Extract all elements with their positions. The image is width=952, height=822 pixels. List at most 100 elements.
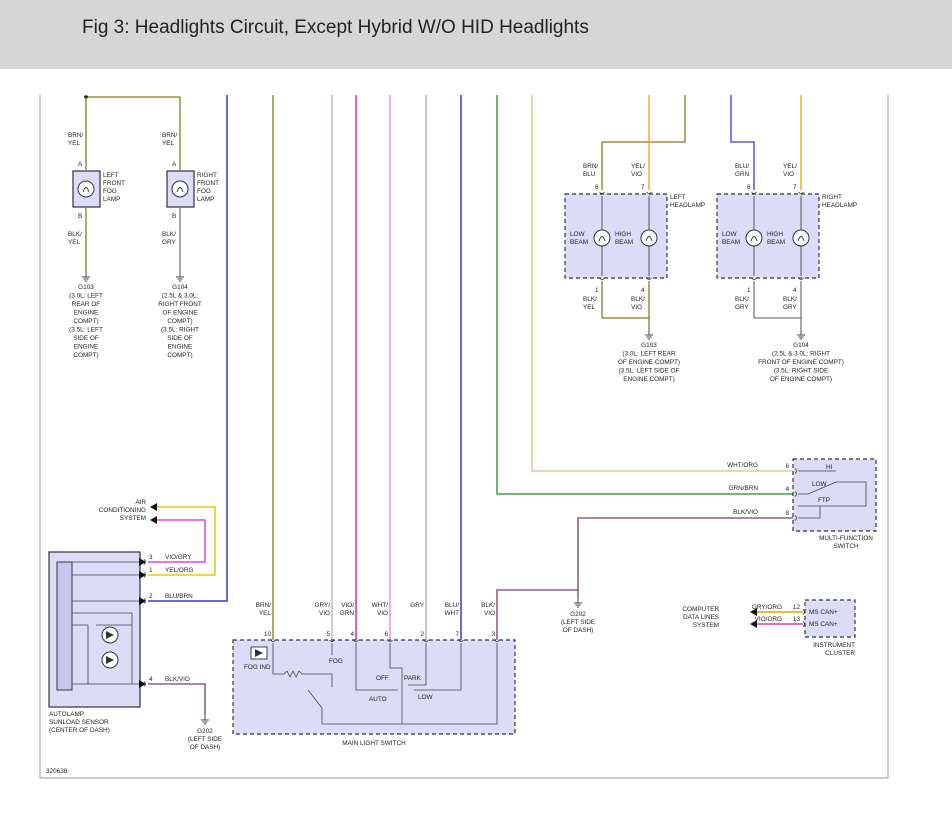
autolamp-module (56, 561, 73, 691)
main-switch-internal-ground (402, 643, 498, 725)
connector-headlamp_left-c (599, 277, 605, 280)
mfs-position-low: LOW (812, 481, 828, 488)
wire-headlamp_left-c (601, 281, 650, 330)
connector-headlamp_right-d (798, 277, 804, 280)
headlamp_left-low-bulb (593, 229, 611, 247)
connector-autolamp-2 (143, 598, 146, 604)
pin-label-cluster-1: 13 (793, 616, 801, 623)
cluster-can-1: MS CAN+ (809, 621, 838, 628)
wire-headlamp_right-c (753, 281, 802, 330)
connector-headlamp_right-c (751, 277, 757, 280)
pin-label-main-switch-6: 3 (491, 631, 495, 638)
pin-label-headlamp_left-c: 1 (595, 287, 599, 294)
pin-label-headlamp_right-a: 6 (747, 184, 751, 191)
main-light-switch-box (232, 639, 516, 735)
wire-label-headlamp_right-a: BLU/GRN (735, 163, 750, 178)
wire-label-headlamp_right-d: BLK/GRY (783, 296, 797, 311)
pin-label-autolamp-2: 2 (149, 593, 153, 600)
mfs-contact-path (798, 481, 867, 507)
autolamp-internal-bus (72, 612, 133, 684)
connector-headlamp_left-d (646, 277, 652, 280)
main-switch-fog-ind: FOG IND (244, 664, 271, 671)
wire-label-fog-left-top: BRN/YEL (68, 132, 83, 147)
multi-function-switch-box (792, 458, 877, 532)
pin-label-main-switch-3: 6 (384, 631, 388, 638)
main-switch-internal-wv (389, 643, 402, 669)
pin-label-mfs-1: 4 (785, 486, 789, 493)
header-bar: Fig 3: Headlights Circuit, Except Hybrid… (0, 0, 952, 69)
wire-label-headlamp_left-c: BLK/YEL (583, 296, 597, 311)
main-switch-internal-low (414, 643, 462, 691)
mfs-position-hi: HI (826, 464, 833, 471)
wire-headlamp_left-a (601, 95, 686, 190)
main-switch-park: PARK (404, 675, 422, 682)
wire-label-headlamp_left-b: YEL/VIO (631, 163, 645, 178)
main-switch-internal-park (408, 643, 427, 686)
pin-label-headlamp_left-b: 7 (641, 184, 645, 191)
wire-label-headlamp_left-a: BRN/BLU (583, 163, 598, 178)
autolamp-diode-1 (106, 631, 114, 639)
main-switch-internal-auto (307, 689, 402, 725)
wire-label-main-switch-1: GRY/VIO (314, 602, 330, 617)
connector-main-switch-6 (494, 639, 500, 642)
pin-label-mfs-2: 8 (785, 510, 789, 517)
fog-right-bulb (171, 180, 189, 198)
pin-label-main-switch-4: 2 (420, 631, 424, 638)
connector-mfs-2 (794, 515, 797, 521)
wire-blu-brn (148, 95, 228, 602)
connector-autolamp-3 (143, 681, 146, 687)
wire-label-main-switch-2: VIO/GRN (340, 602, 355, 617)
wire-label-headlamp_right-c: BLK/GRY (735, 296, 749, 311)
wire-label-fog-right-bottom: BLK/GRY (162, 231, 176, 246)
autolamp-arrow-1 (139, 571, 146, 579)
main-switch-auto: AUTO (369, 696, 387, 703)
wire-label-cluster-1: VIO/ORG (755, 616, 782, 623)
cluster-can-0: MS CAN+ (809, 609, 838, 616)
connector-main-switch-4 (423, 639, 429, 642)
main-switch-internal-off (355, 643, 398, 691)
wire-label-main-switch-3: WHT/VIO (372, 602, 389, 617)
mfs-contact-ftp (798, 506, 821, 519)
page-title: Fig 3: Headlights Circuit, Except Hybrid… (82, 17, 589, 38)
autolamp-internal-left (72, 624, 89, 684)
fog-right-bulb-filament (176, 187, 184, 193)
main-switch-off: OFF (376, 675, 389, 682)
wire-label-autolamp-0: VIO/GRY (165, 554, 192, 561)
wire-headlamp_right-a (730, 95, 755, 190)
wire-label-mfs-0: WHT/ORG (727, 462, 758, 469)
wire-vio-gry (148, 519, 206, 563)
main-switch-internal-fog (272, 643, 284, 675)
pin-label-headlamp_left-a: 6 (595, 184, 599, 191)
ac-arrow-yel (150, 503, 157, 511)
pin-label-fog-right-b: B (172, 213, 176, 220)
instrument-cluster-box (804, 599, 856, 638)
pin-label-main-switch-5: 7 (455, 631, 459, 638)
wire-label-mfs-1: GRN/BRN (729, 485, 759, 492)
wire-grn-brn (496, 95, 795, 495)
cluster-arrow-1 (750, 620, 757, 628)
wire-label-mfs-2: BLK/VIO (733, 509, 758, 516)
connector-headlamp_right-a (751, 191, 757, 194)
fog-left-bulb (77, 180, 95, 198)
connector-cluster-0 (802, 609, 805, 615)
wire-label-main-switch-5: BLU/WHT (444, 602, 459, 617)
connector-headlamp_left-a (599, 191, 605, 194)
pin-label-autolamp-0: 3 (149, 554, 153, 561)
wire-label-autolamp-3: BLK/VIO (165, 676, 190, 683)
wire-label-autolamp-2: BLU/BRN (165, 593, 193, 600)
pin-label-headlamp_right-c: 1 (747, 287, 751, 294)
headlamp_left-high-bulb (640, 229, 658, 247)
connector-main-switch-1 (329, 639, 335, 642)
connector-autolamp-1 (143, 572, 146, 578)
connector-headlamp_left-b (646, 191, 652, 194)
